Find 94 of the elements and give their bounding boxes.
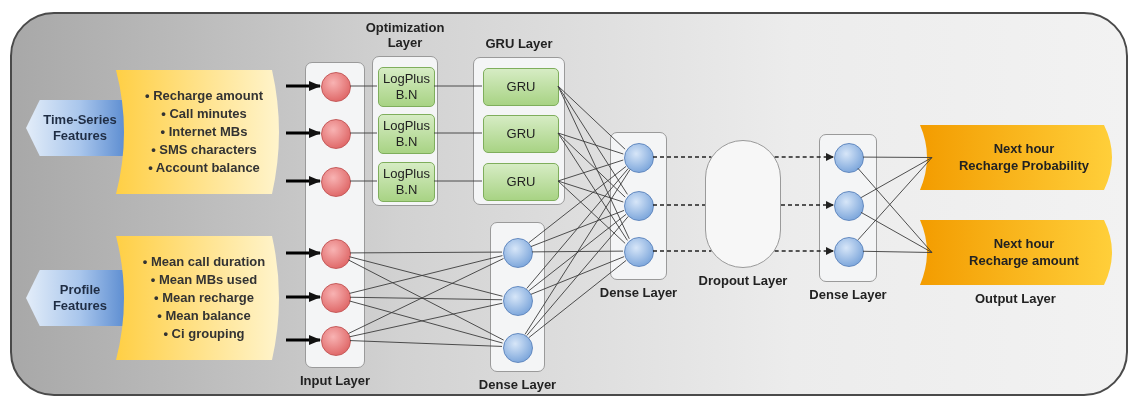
gru-box: GRU: [483, 68, 559, 106]
feature-tag: [26, 270, 124, 326]
connector-line: [557, 85, 628, 195]
feature-item: • Call minutes: [160, 105, 247, 123]
feature-item: • Internet MBs: [159, 123, 248, 141]
feature-item: • Account balance: [147, 159, 260, 177]
connector-line: [433, 85, 483, 87]
feature-group-label: Profile Features: [51, 281, 109, 315]
neuron-circle: [624, 143, 654, 173]
layer-title: Output Layer: [975, 291, 1056, 306]
connector-line: [857, 157, 933, 241]
feature-item: • Mean call duration: [141, 253, 266, 271]
connector-line: [862, 156, 933, 158]
connector-line: [349, 85, 378, 87]
connector-line: [652, 250, 713, 252]
neuron-circle: [321, 326, 351, 356]
connector-line: [557, 180, 626, 244]
connector-line: [349, 302, 503, 338]
connector-line: [557, 85, 626, 150]
connector-line: [528, 259, 627, 339]
layer-title: Dropout Layer: [698, 273, 788, 289]
connector-line: [557, 132, 628, 241]
arrow: [773, 153, 834, 161]
arrow: [286, 248, 321, 258]
connector-line: [531, 250, 624, 253]
connector-line: [349, 340, 503, 347]
connector-line: [652, 156, 713, 158]
connector-line: [528, 165, 627, 244]
arrow: [286, 128, 321, 138]
normalization-box: LogPlus B.N: [378, 162, 435, 202]
feature-item: • Recharge amount: [144, 87, 263, 105]
connector-line: [557, 132, 626, 198]
connector-line: [349, 251, 503, 254]
connector-line: [526, 168, 629, 289]
connector-line: [349, 132, 378, 134]
feature-item: • Mean recharge: [153, 289, 254, 307]
arrow: [773, 247, 834, 255]
connector-line: [349, 300, 503, 344]
output-label: Next hour: [993, 235, 1055, 253]
arrow: [286, 81, 321, 91]
arrow: [286, 176, 321, 186]
arrow: [286, 292, 321, 302]
neuron-circle: [834, 143, 864, 173]
layer-title: Dense Layer: [809, 287, 887, 303]
feature-item: • Mean MBs used: [149, 271, 258, 289]
normalization-box: LogPlus B.N: [378, 67, 435, 107]
connector-line: [349, 296, 503, 301]
neuron-circle: [624, 237, 654, 267]
connector-line: [530, 256, 625, 295]
connector-line: [433, 132, 483, 134]
neuron-circle: [321, 239, 351, 269]
output-label: Recharge Probability: [958, 157, 1089, 175]
gru-box: GRU: [483, 115, 559, 153]
connector-line: [557, 180, 624, 203]
normalization-box: LogPlus B.N: [378, 114, 435, 154]
output-label: Recharge amount: [969, 252, 1079, 270]
neuron-circle: [834, 191, 864, 221]
connector-line: [530, 210, 625, 247]
neuron-circle: [503, 333, 533, 363]
neuron-circle: [321, 283, 351, 313]
gru-box: GRU: [483, 163, 559, 201]
feature-item: • SMS characters: [150, 141, 257, 159]
connector-line: [524, 169, 631, 335]
connector-line: [528, 213, 627, 292]
connector-line: [857, 167, 933, 253]
connector-line: [557, 85, 630, 240]
connector-line: [860, 211, 933, 253]
connector-line: [862, 250, 933, 253]
connector-line: [526, 215, 629, 337]
layer-title: Dense Layer: [599, 285, 678, 301]
neuron-circle: [321, 72, 351, 102]
connector-line: [557, 132, 624, 155]
feature-item: • Ci grouping: [162, 325, 245, 343]
arrow: [286, 335, 321, 345]
layer-title: GRU Layer: [485, 36, 553, 52]
feature-group-label: Time-Series Features: [42, 111, 118, 145]
connector-line: [652, 204, 706, 206]
layer-title: Dense Layer: [478, 377, 557, 393]
connector-line: [860, 157, 933, 199]
arrow: [780, 201, 834, 209]
neuron-circle: [321, 119, 351, 149]
connector-line: [557, 159, 624, 182]
connector-line: [349, 180, 378, 182]
connector-line: [433, 180, 483, 182]
feature-item: • Mean balance: [156, 307, 251, 325]
neuron-circle: [624, 191, 654, 221]
feature-tag: [26, 100, 124, 156]
output-label: Next hour: [993, 140, 1055, 158]
neuron-circle: [321, 167, 351, 197]
neuron-circle: [834, 237, 864, 267]
neuron-circle: [503, 286, 533, 316]
neuron-circle: [503, 238, 533, 268]
layer-title: Optimization Layer: [364, 19, 446, 51]
layer-title: Input Layer: [299, 373, 371, 389]
